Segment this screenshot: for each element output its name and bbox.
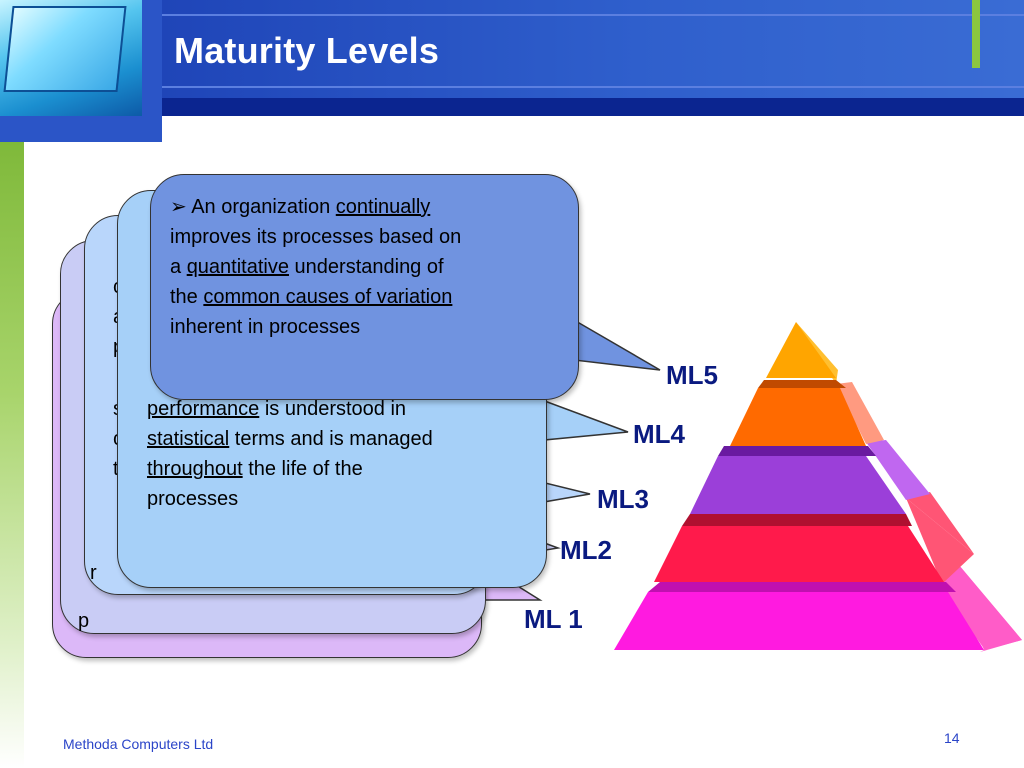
pyramid-top-2 (682, 514, 912, 526)
level-label-ml3: ML3 (597, 484, 649, 514)
level-label-ml2: ML2 (560, 535, 612, 565)
callout-ml1-text-fragment: p (78, 610, 90, 632)
header-bottom-strip (162, 98, 1024, 116)
ml5-text: the (170, 286, 204, 308)
level-label-ml4: ML4 (633, 419, 685, 449)
callout-ml3-fragment: t (113, 458, 119, 480)
monitor-icon (0, 0, 142, 116)
pyramid-level-1 (614, 592, 984, 650)
ml4-text: is understood in (259, 398, 407, 420)
ml5-underline-common-causes: common causes of variation (203, 286, 453, 308)
level-label-ml5: ML5 (666, 360, 718, 390)
pyramid-top-3 (718, 446, 876, 456)
pyramid-side-1b (942, 552, 1022, 650)
footer-company: Methoda Computers Ltd (63, 736, 214, 752)
ml4-underline-performance: performance (147, 398, 260, 420)
pyramid-level-4 (730, 388, 866, 446)
pyramid-side-2b (906, 492, 974, 554)
callout-tail-ml5 (573, 318, 661, 371)
ml5-text: understanding of (288, 256, 444, 278)
arrow-bullet-icon: ➢ (170, 196, 187, 218)
callout-ml2-text-fragment: r (90, 562, 97, 584)
callout-ml4-text: performance is understood in statistical… (147, 394, 527, 514)
ml4-underline-statistical: statistical (147, 428, 230, 450)
pyramid-level-5 (766, 322, 836, 378)
level-label-ml1: ML 1 (524, 604, 583, 634)
ml4-underline-throughout: throughout (147, 458, 243, 480)
pyramid-level-2 (654, 526, 944, 582)
ml5-text: a (170, 256, 187, 278)
pyramid-side-3 (866, 440, 930, 500)
header-accent-bar (972, 0, 980, 68)
logo-block (0, 0, 162, 142)
callout-ml5-text: ➢ An organization continually improves i… (170, 192, 560, 342)
pyramid-level-3 (690, 456, 906, 514)
ml4-text: terms and is managed (229, 428, 433, 450)
pyramid-side-4 (836, 382, 884, 444)
ml5-underline-quantitative: quantitative (186, 256, 289, 278)
callout-tail-ml4 (541, 398, 629, 441)
left-accent-bar (0, 142, 24, 768)
ml5-text: An organization (186, 196, 336, 218)
slide-title: Maturity Levels (174, 30, 440, 71)
ml4-text: the life of the (242, 458, 363, 480)
pyramid-top-1 (648, 582, 956, 592)
pyramid-top-4 (758, 380, 846, 388)
header-panel (162, 0, 1024, 98)
page-number: 14 (944, 730, 960, 746)
header-rule-top (162, 14, 1024, 16)
callout-ml5 (150, 174, 579, 400)
ml5-underline-continually: continually (335, 196, 431, 218)
ml5-text: improves its processes based on (170, 226, 462, 248)
header-rule-bottom (162, 86, 1024, 88)
ml5-text: inherent in processes (170, 316, 361, 338)
pyramid-side-2 (906, 498, 974, 584)
ml4-text: processes (147, 488, 239, 510)
